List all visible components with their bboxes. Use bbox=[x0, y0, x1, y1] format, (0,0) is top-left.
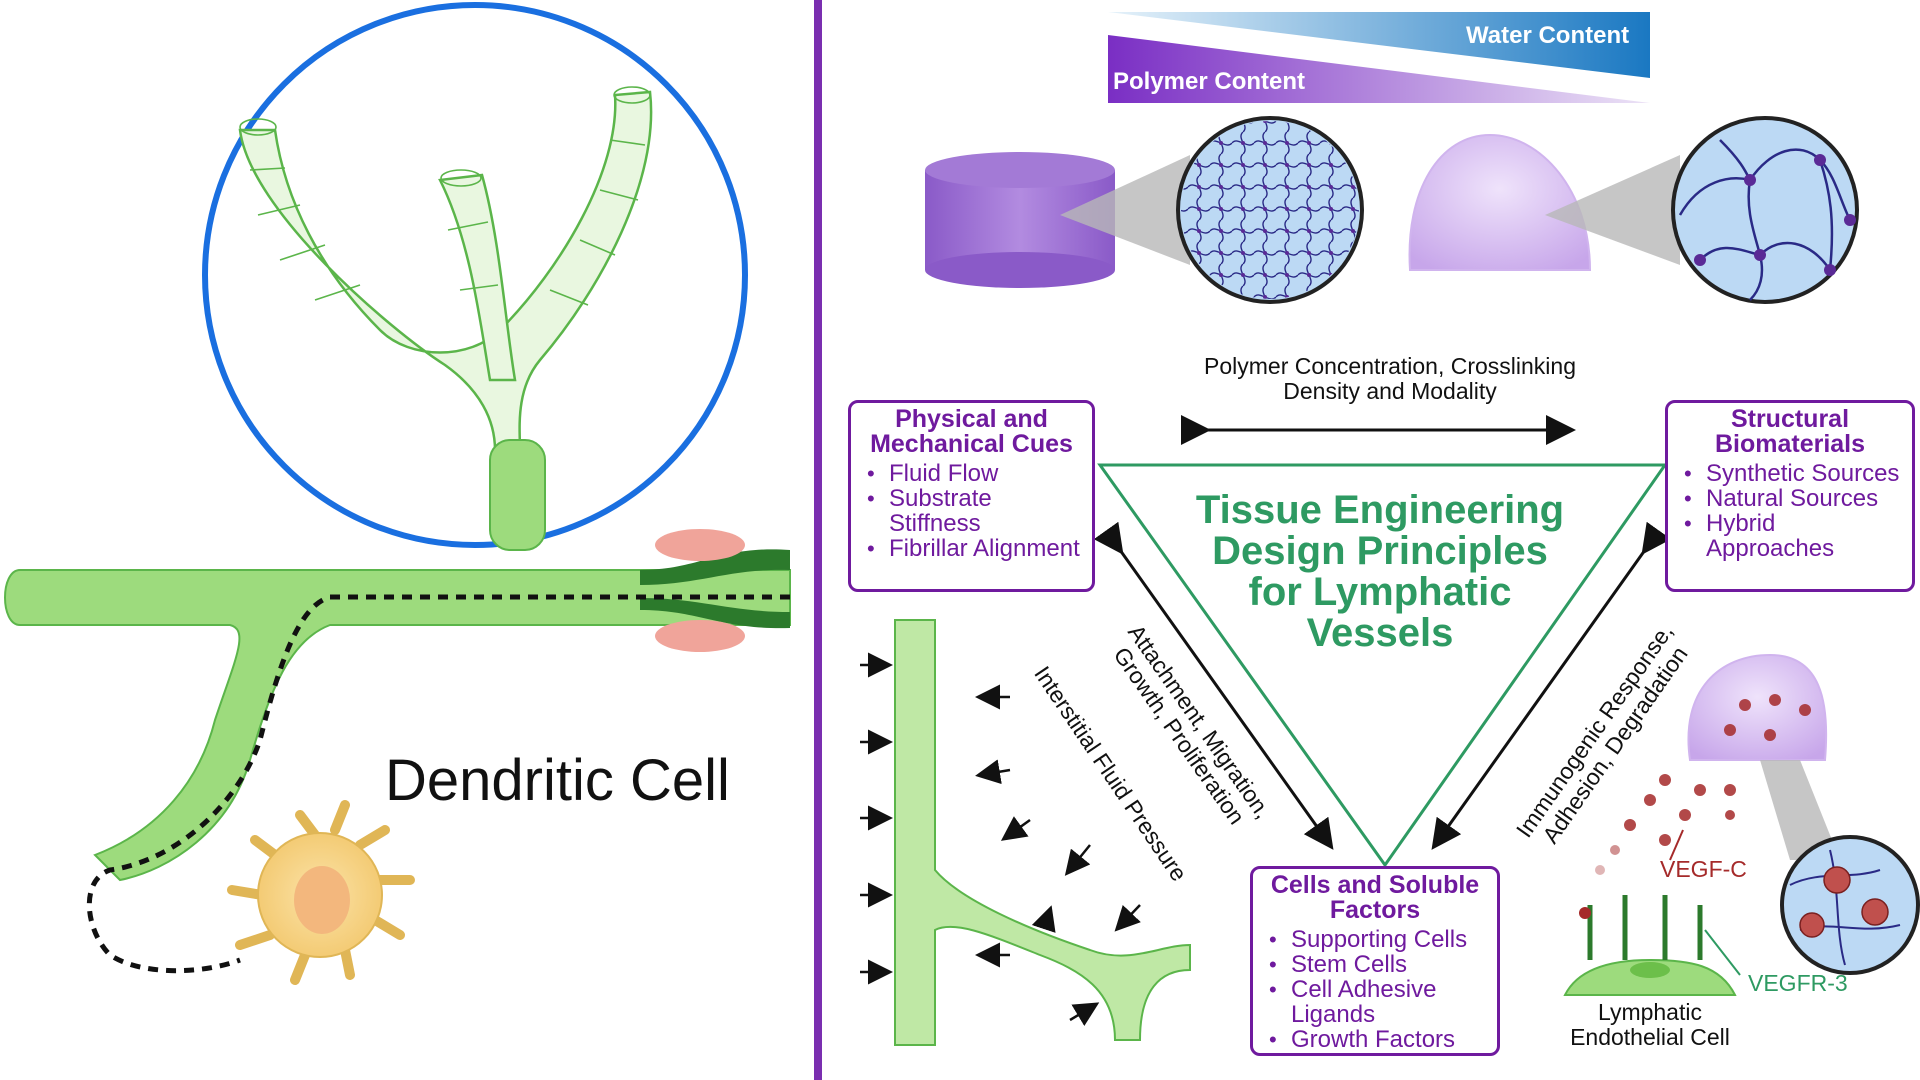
lymphatic-valve bbox=[640, 598, 790, 629]
lymphatic-capillary-highlight-circle bbox=[202, 2, 748, 548]
water-content-gradient bbox=[1108, 12, 1650, 78]
water-content-label: Water Content bbox=[1466, 22, 1630, 49]
center-title: Tissue Engineering Design Principles for… bbox=[1195, 488, 1565, 655]
vegfr3-pointer bbox=[1704, 929, 1741, 976]
box-list: Fluid Flow Substrate Stiffness Fibrillar… bbox=[861, 461, 1082, 561]
collecting-lymphatic-vessel bbox=[4, 569, 791, 882]
physical-mechanical-cues-box: Physical and Mechanical Cues Fluid Flow … bbox=[848, 400, 1095, 592]
list-item: Hybrid Approaches bbox=[1684, 511, 1902, 561]
list-item: Natural Sources bbox=[1684, 486, 1902, 511]
box-title: Structural Biomaterials bbox=[1714, 405, 1866, 458]
pressure-arrows bbox=[860, 652, 1141, 1027]
loose-polymer-network-inset bbox=[1671, 116, 1859, 304]
list-item: Growth Factors bbox=[1269, 1027, 1487, 1052]
encapsulated-growth-factors bbox=[1799, 866, 1889, 938]
lec-label: Lymphatic Endothelial Cell bbox=[1570, 999, 1730, 1050]
vegf-c-label: VEGF-C bbox=[1660, 856, 1747, 882]
smooth-muscle-cell bbox=[655, 620, 745, 652]
zoom-cone bbox=[1060, 155, 1190, 265]
crosslink-nodes bbox=[1694, 154, 1856, 276]
dendritic-cell-migration-path bbox=[86, 594, 790, 974]
list-item: Fibrillar Alignment bbox=[867, 536, 1082, 561]
dense-mesh bbox=[1181, 121, 1359, 299]
list-item: Stem Cells bbox=[1269, 952, 1487, 977]
list-item: Substrate Stiffness bbox=[867, 486, 1082, 536]
polymer-arrow-label: Polymer Concentration, Crosslinking Dens… bbox=[1204, 353, 1576, 404]
loaded-network-inset bbox=[1780, 835, 1920, 975]
vegfr3-receptors bbox=[1587, 895, 1703, 960]
left-double-arrow bbox=[1093, 521, 1334, 850]
vegf-c-pointer bbox=[1669, 829, 1684, 861]
zoom-cone bbox=[1760, 760, 1840, 860]
cells-soluble-factors-box: Cells and Soluble Factors Supporting Cel… bbox=[1250, 866, 1500, 1056]
vegfr3-label: VEGFR-3 bbox=[1748, 970, 1848, 996]
lymphatic-capillary-branches bbox=[238, 90, 653, 452]
list-item: Cell Adhesive Ligands bbox=[1269, 977, 1487, 1027]
list-item: Fluid Flow bbox=[867, 461, 1082, 486]
bound-vegf-c bbox=[1579, 907, 1591, 919]
box-list: Supporting Cells Stem Cells Cell Adhesiv… bbox=[1263, 927, 1487, 1052]
growth-factor-loaded-hydrogel bbox=[1687, 653, 1828, 761]
lec-nucleus bbox=[1630, 962, 1670, 978]
left-panel-illustration: Dendritic Cell bbox=[4, 2, 791, 985]
structural-biomaterials-box: Structural Biomaterials Synthetic Source… bbox=[1665, 400, 1915, 592]
list-item: Synthetic Sources bbox=[1684, 461, 1902, 486]
polymer-content-gradient bbox=[1108, 35, 1650, 103]
collecting-vessel-stem bbox=[489, 439, 546, 551]
low-polymer-hydrogel bbox=[1408, 133, 1592, 271]
smooth-muscle-cell bbox=[655, 529, 745, 561]
lymphatic-valve bbox=[640, 549, 790, 585]
right-double-arrow bbox=[1431, 521, 1672, 850]
box-title: Physical and Mechanical Cues bbox=[870, 405, 1073, 458]
dendritic-cell-label: Dendritic Cell bbox=[385, 748, 730, 813]
polymer-content-label: Polymer Content bbox=[1113, 68, 1306, 95]
box-title: Cells and Soluble Factors bbox=[1270, 871, 1480, 924]
list-item: Supporting Cells bbox=[1269, 927, 1487, 952]
zoom-cone bbox=[1545, 155, 1680, 265]
dendritic-cell bbox=[227, 800, 415, 985]
box-list: Synthetic Sources Natural Sources Hybrid… bbox=[1678, 461, 1902, 561]
capillary-cell-junctions bbox=[239, 86, 651, 306]
vegf-c-particles bbox=[1595, 694, 1811, 875]
